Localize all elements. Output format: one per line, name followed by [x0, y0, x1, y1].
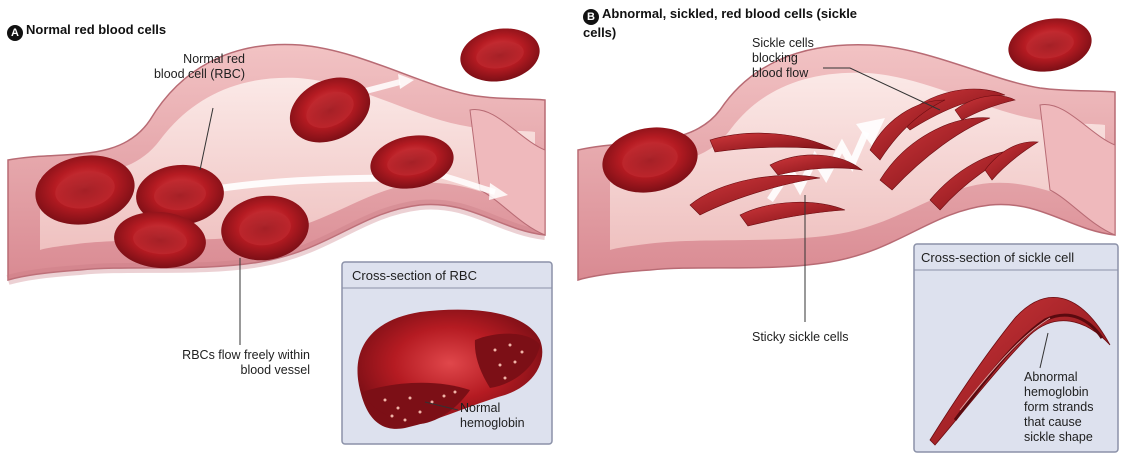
panel-b-badge: B	[583, 9, 599, 25]
leader-lines-b	[804, 67, 941, 322]
label-sickle-blocking: Sickle cells blocking blood flow	[752, 36, 814, 80]
panel-a-title-text: Normal red blood cells	[26, 22, 167, 37]
red-blood-cells-b	[602, 18, 1092, 193]
panel-b-title-text: Abnormal, sickled, red blood cells (sick…	[583, 6, 858, 40]
label-normal-rbc: Normal red blood cell (RBC)	[153, 52, 245, 81]
leader-lines-a	[199, 107, 241, 345]
sickle-inset-title: Cross-section of sickle cell	[921, 250, 1075, 265]
sickle-cells-b	[689, 88, 1039, 227]
panel-a-badge: A	[7, 25, 23, 41]
sickle-inset	[913, 243, 1119, 453]
label-normal-hemoglobin: Normal hemoglobin	[460, 401, 525, 430]
label-sticky-sickle: Sticky sickle cells	[752, 330, 849, 344]
label-rbcs-flow: RBCs flow freely within blood vessel	[182, 348, 310, 377]
red-blood-cells-a	[35, 28, 540, 269]
label-abnormal-hemoglobin: Abnormal hemoglobin form strands that ca…	[1024, 370, 1094, 444]
rbc-inset	[341, 261, 553, 445]
rbc-inset-title: Cross-section of RBC	[352, 268, 477, 283]
